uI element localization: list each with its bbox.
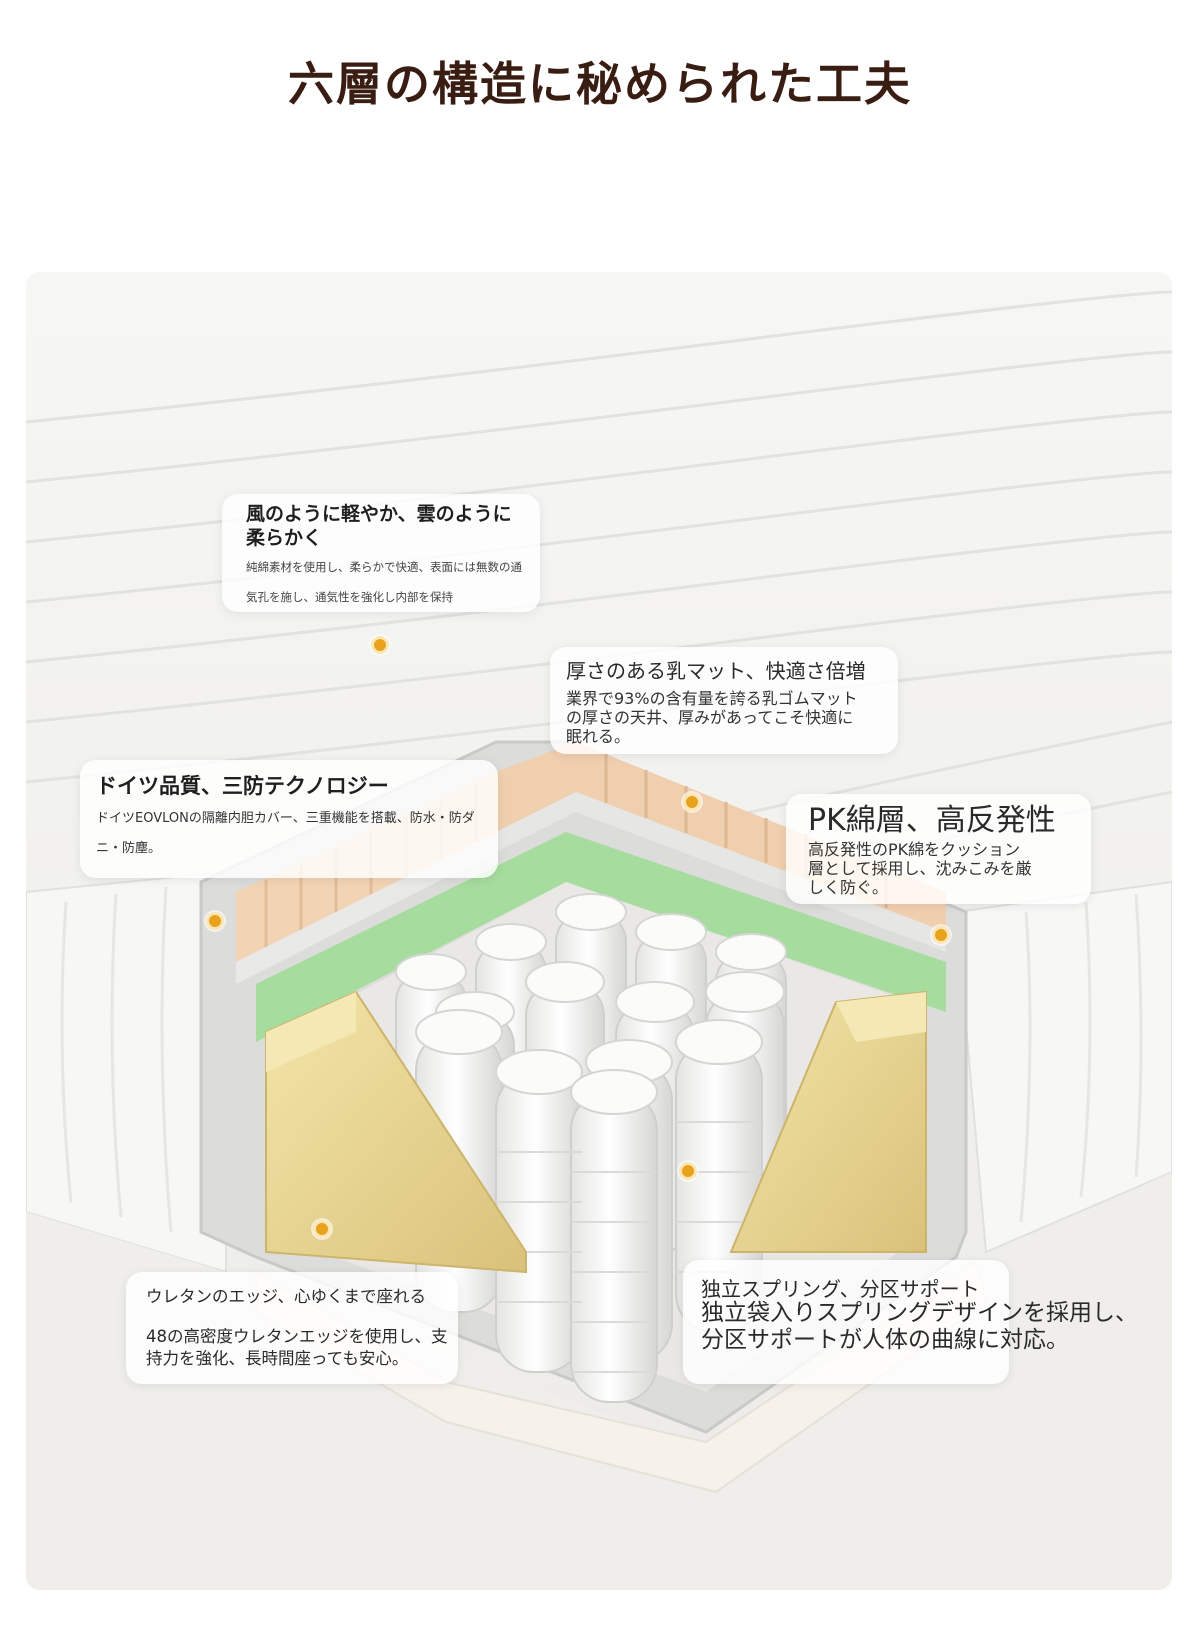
callout-pk-cotton-layer: PK綿層、高反発性 高反発性のPK綿をクッション層として採用し、沈みこみを厳しく… xyxy=(786,794,1091,904)
callout-latex-heading: 厚さのある乳マット、快適さ倍増 xyxy=(566,659,866,683)
marker-pk-dot xyxy=(932,926,950,944)
mattress-cutaway-illustration: 風のように軽やか、雲のように柔らかく 純綿素材を使用し、柔らかで快適、表面には無… xyxy=(26,272,1172,1590)
callout-urethane-heading: ウレタンのエッジ、心ゆくまで座れる xyxy=(146,1287,427,1306)
callout-pocket-springs: 独立スプリング、分区サポート 独立袋入りスプリングデザインを採用し、分区サポート… xyxy=(683,1260,1138,1384)
pocket-springs xyxy=(395,893,787,1403)
callout-urethane-edge: ウレタンのエッジ、心ゆくまで座れる 48の高密度ウレタンエッジを使用し、支持力を… xyxy=(126,1272,458,1384)
callout-cover-layer: ドイツ品質、三防テクノロジー ドイツEOVLONの隔離内胆カバー、三重機能を搭載… xyxy=(80,760,498,878)
callout-cover-heading: ドイツ品質、三防テクノロジー xyxy=(96,774,389,798)
marker-latex-dot xyxy=(683,793,701,811)
callout-latex-body: 業界で93%の含有量を誇る乳ゴムマットの厚さの天井、厚みがあってこそ快適に眠れる… xyxy=(566,689,858,746)
callout-pk-heading: PK綿層、高反発性 xyxy=(808,803,1056,838)
page-title: 六層の構造に秘められた工夫 xyxy=(288,57,912,111)
callout-latex-layer: 厚さのある乳マット、快適さ倍増 業界で93%の含有量を誇る乳ゴムマットの厚さの天… xyxy=(550,647,898,754)
callout-urethane-body: 48の高密度ウレタンエッジを使用し、支持力を強化、長時間座っても安心。 xyxy=(146,1327,448,1368)
urethane-edges xyxy=(265,990,927,1274)
marker-urethane-dot xyxy=(313,1220,331,1238)
callout-cotton-body: 純綿素材を使用し、柔らかで快適、表面には無数の通気孔を施し、通気性を強化し内部を… xyxy=(246,560,522,604)
marker-cotton-dot xyxy=(371,636,389,654)
marker-springs-dot xyxy=(679,1162,697,1180)
callout-cotton-top-layer: 風のように軽やか、雲のように柔らかく 純綿素材を使用し、柔らかで快適、表面には無… xyxy=(222,494,540,612)
callout-cover-body: ドイツEOVLONの隔離内胆カバー、三重機能を搭載、防水・防ダニ・防塵。 xyxy=(96,811,475,856)
marker-cover-dot xyxy=(206,912,224,930)
callout-springs-body: 独立袋入りスプリングデザインを採用し、分区サポートが人体の曲線に対応。 xyxy=(701,1300,1138,1353)
callout-pk-body: 高反発性のPK綿をクッション層として採用し、沈みこみを厳しく防ぐ。 xyxy=(808,840,1032,897)
mattress-drawing xyxy=(26,272,1172,1590)
callout-cotton-heading: 風のように軽やか、雲のように柔らかく xyxy=(246,503,512,549)
callout-springs-heading: 独立スプリング、分区サポート xyxy=(701,1277,980,1301)
